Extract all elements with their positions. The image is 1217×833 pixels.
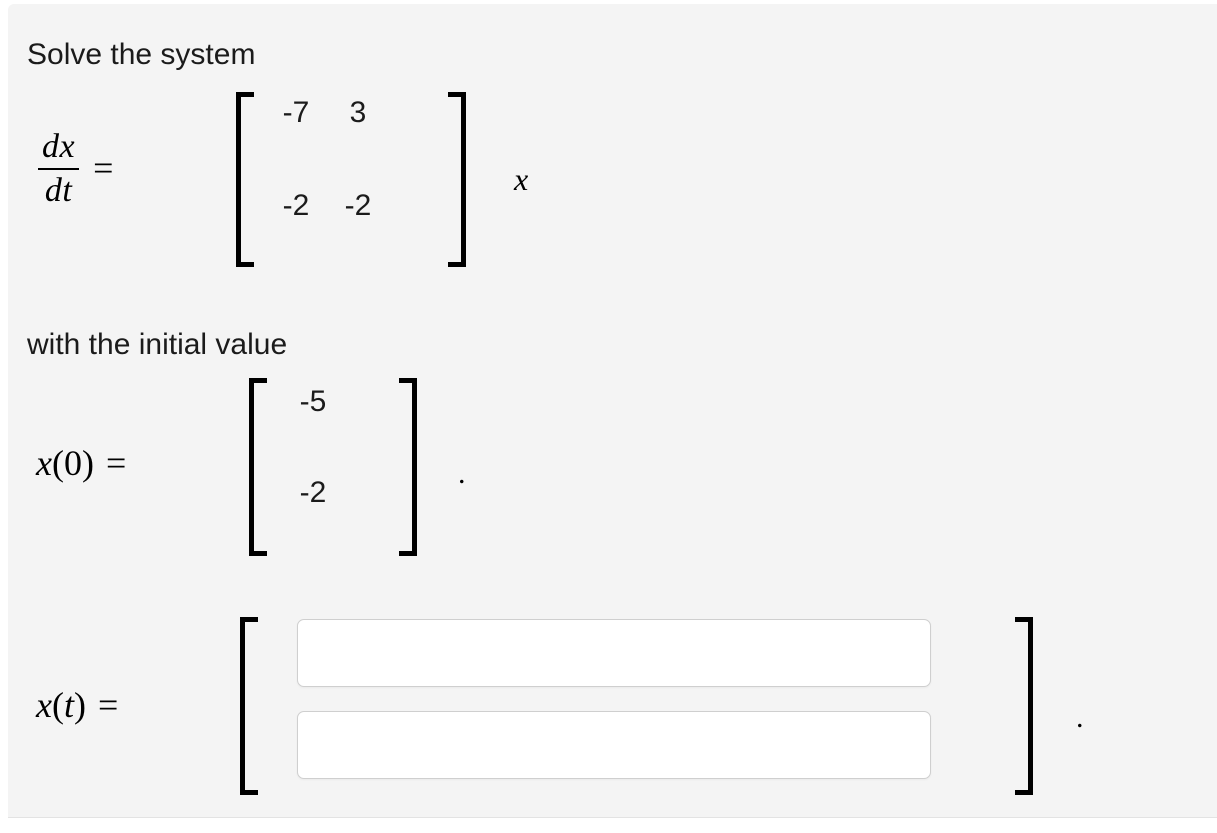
initial-vector-left-bracket	[249, 378, 267, 556]
problem-panel: Solve the system dx dt = -7 3 -2 -2 x wi…	[8, 4, 1217, 818]
answer-variable: x	[36, 685, 52, 725]
state-vector-symbol: x	[514, 161, 529, 197]
initial-value-label: x(0) =	[36, 445, 126, 481]
answer-open-paren: (	[51, 685, 64, 725]
answer-argument: t	[63, 685, 74, 725]
initial-value-equals: =	[105, 443, 127, 483]
answer-field-component-2[interactable]	[297, 711, 931, 779]
matrix-cell-r1c2: 3	[349, 96, 367, 129]
initial-value-argument: 0	[63, 443, 82, 483]
coefficient-matrix-right-bracket	[448, 92, 466, 267]
answer-equals: =	[98, 685, 119, 725]
initial-vector-right-bracket	[399, 378, 417, 556]
initial-value-open-paren: (	[51, 443, 64, 483]
initial-vector-cell-2: -2	[299, 476, 327, 509]
prompt-line-1: Solve the system	[27, 38, 256, 71]
derivative-equation-label: dx dt =	[38, 128, 114, 209]
answer-vector-right-bracket	[1015, 617, 1033, 795]
initial-vector-cell-1: -5	[299, 385, 327, 418]
matrix-cell-r2c2: -2	[344, 189, 372, 222]
fraction-bar	[38, 168, 80, 170]
prompt-line-2: with the initial value	[27, 328, 288, 361]
dx-dt-fraction: dx dt	[38, 128, 80, 209]
matrix-cell-r2c1: -2	[282, 189, 310, 222]
coefficient-matrix-left-bracket	[236, 92, 254, 267]
fraction-numerator: dx	[42, 128, 76, 165]
answer-vector-left-bracket	[240, 617, 258, 795]
initial-value-period: .	[458, 457, 466, 490]
fraction-denominator: dt	[44, 172, 73, 209]
initial-value-variable: x	[36, 443, 52, 483]
initial-value-close-paren: )	[81, 443, 94, 483]
answer-period: .	[1076, 701, 1084, 734]
answer-close-paren: )	[74, 685, 86, 725]
matrix-cell-r1c1: -7	[282, 96, 310, 129]
equals-sign: =	[93, 148, 114, 188]
answer-label: x(t) =	[36, 687, 118, 723]
answer-field-component-1[interactable]	[297, 619, 931, 687]
